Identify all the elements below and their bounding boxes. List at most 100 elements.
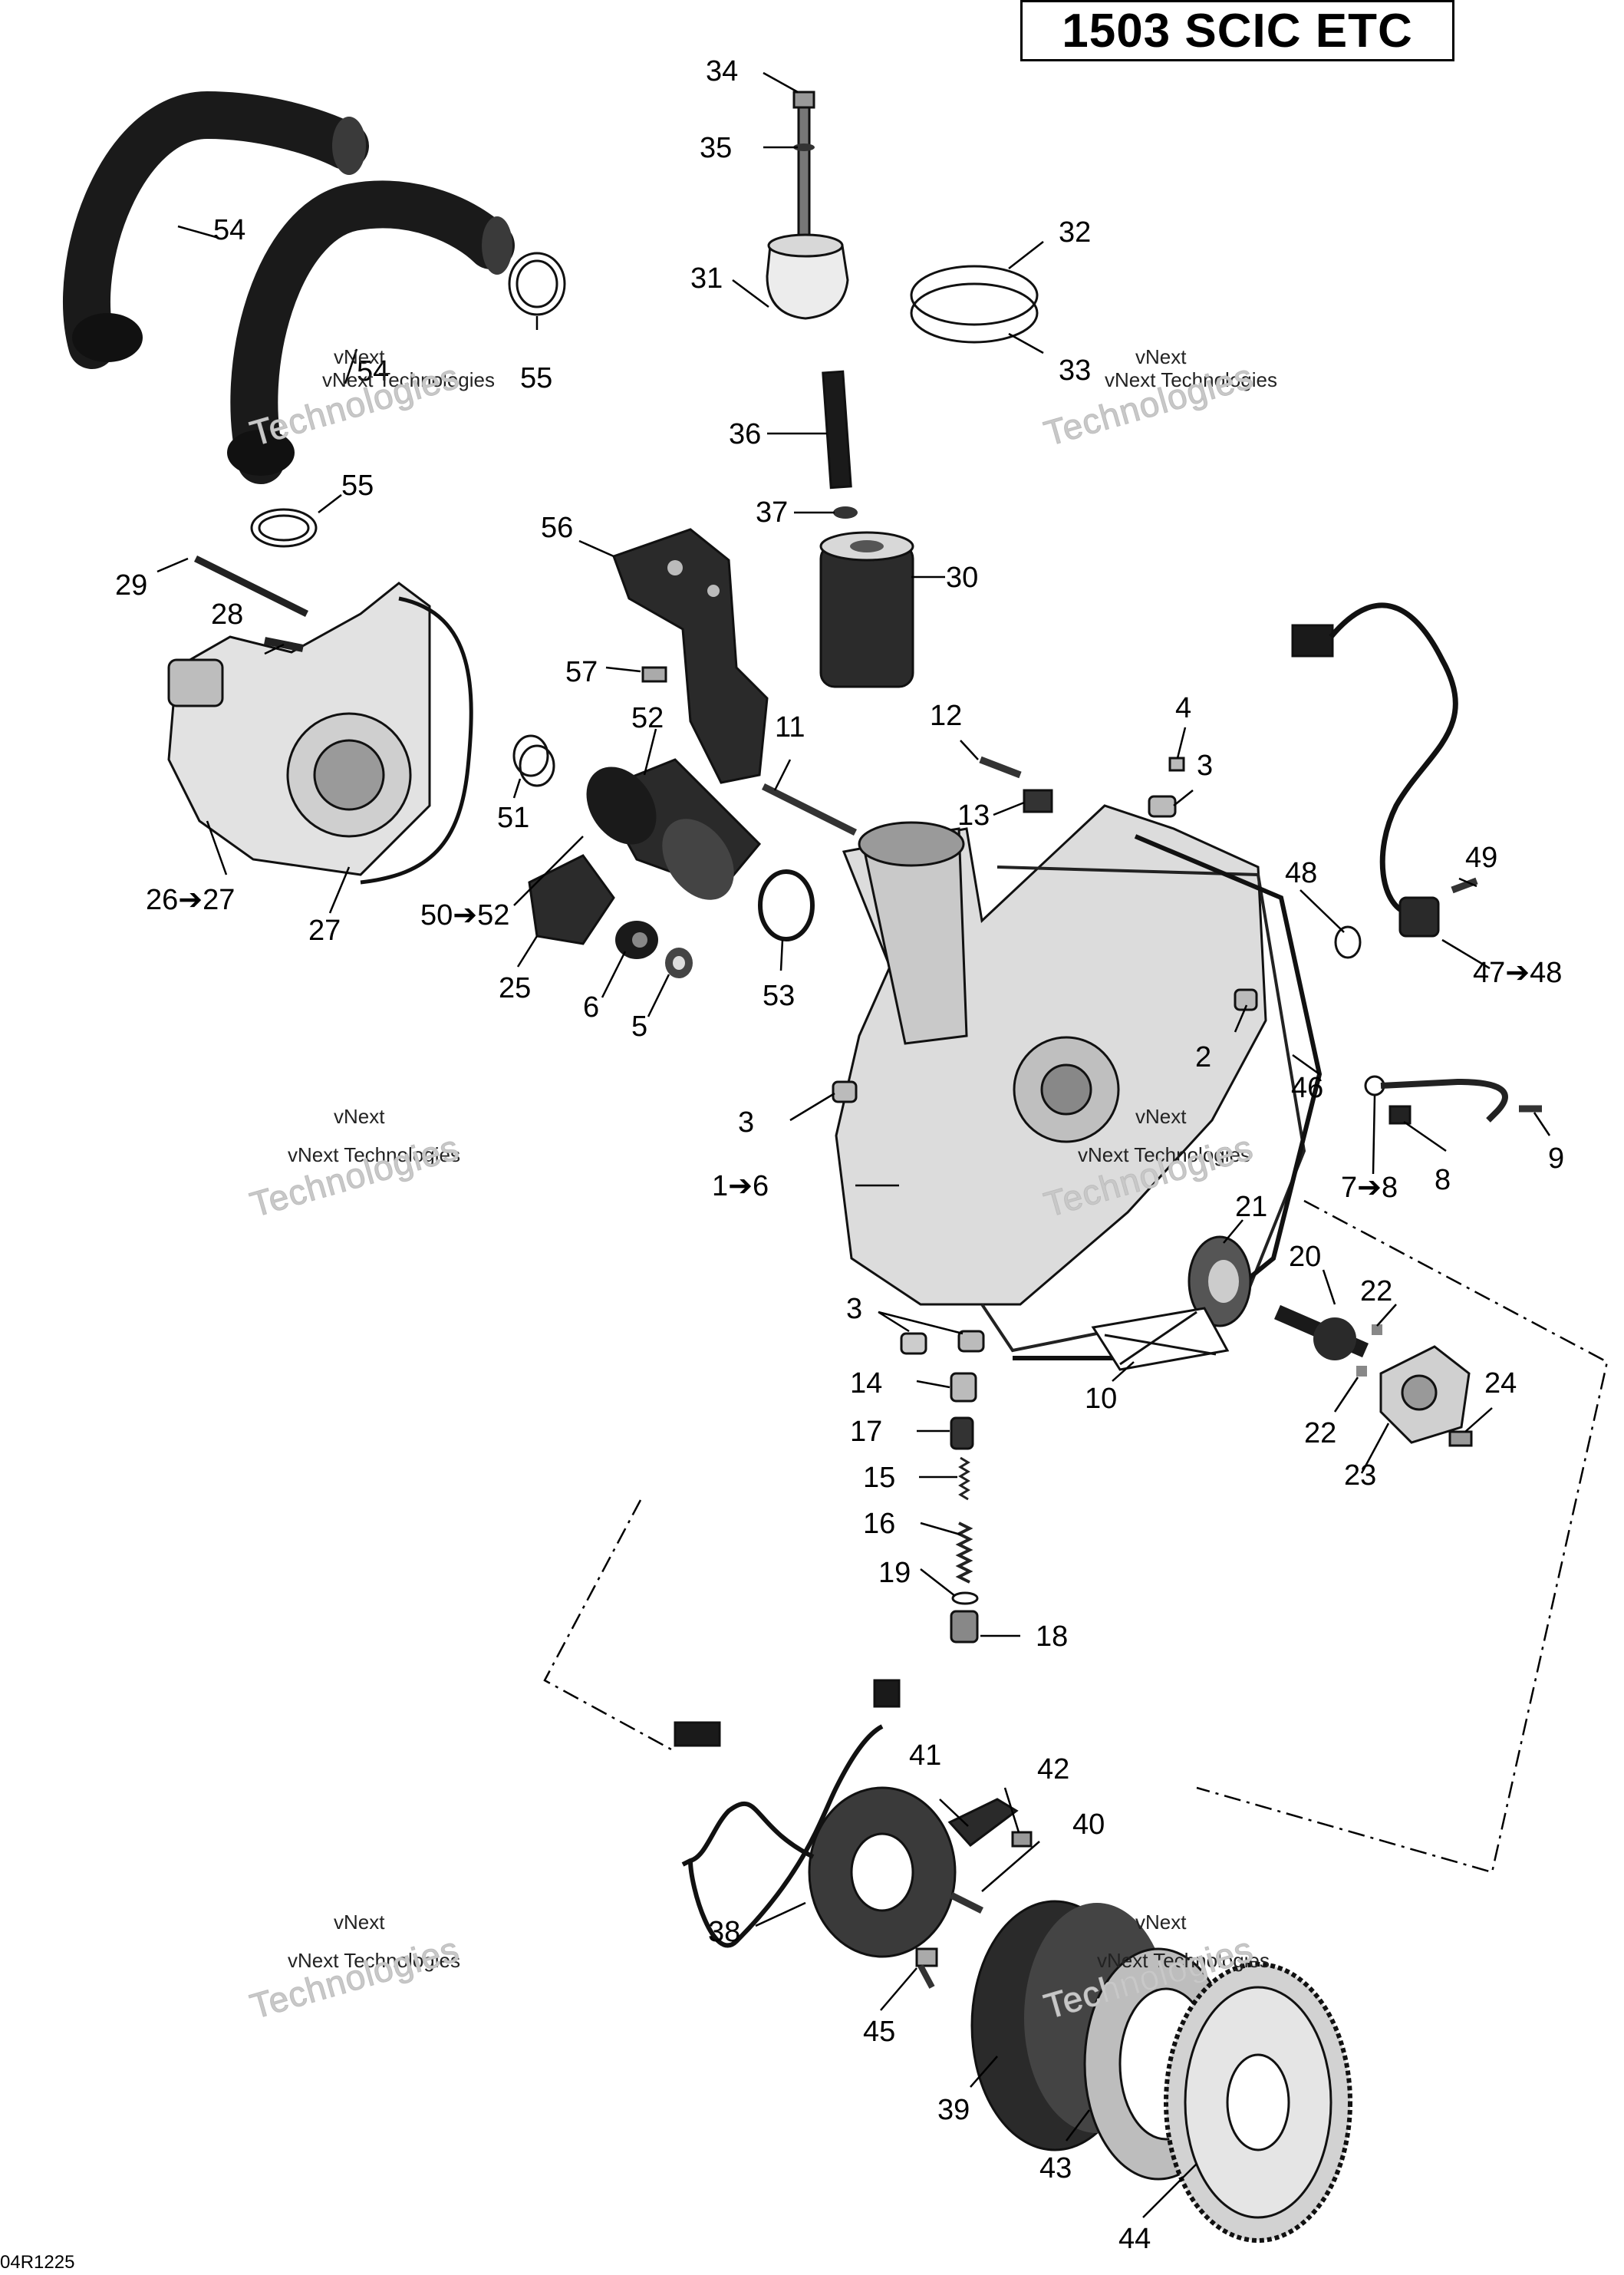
callout-16: 16 xyxy=(863,1508,895,1540)
callout-29: 29 xyxy=(115,569,147,602)
callout-8: 8 xyxy=(1435,1164,1451,1196)
hose-54-rear xyxy=(63,91,369,369)
plug-4 xyxy=(1168,757,1185,772)
callout-3-lower: 3 xyxy=(846,1293,862,1325)
callout-2: 2 xyxy=(1195,1041,1211,1073)
engine-bracket-56 xyxy=(612,528,769,784)
ring-gear-44 xyxy=(1164,1962,1352,2243)
plugs-3-lower xyxy=(900,1330,985,1355)
callout-51: 51 xyxy=(497,802,529,834)
callout-45: 45 xyxy=(863,2016,895,2048)
screw-42 xyxy=(1011,1831,1033,1848)
callout-27: 27 xyxy=(308,915,341,947)
callout-37: 37 xyxy=(756,496,788,529)
callout-26-27: 26➔27 xyxy=(146,884,235,916)
callout-3-upper: 3 xyxy=(1197,750,1213,782)
callout-28: 28 xyxy=(211,598,243,631)
callout-44: 44 xyxy=(1118,2223,1151,2255)
sensor-47 xyxy=(1291,602,1458,938)
plug-2 xyxy=(1234,988,1258,1011)
callout-3-left: 3 xyxy=(738,1106,754,1139)
o-ring-48 xyxy=(1334,925,1362,959)
callout-56: 56 xyxy=(541,512,573,544)
callout-19: 19 xyxy=(878,1557,911,1589)
callout-17: 17 xyxy=(850,1416,882,1448)
screw-29 xyxy=(193,555,309,618)
callout-54-lower: 54 xyxy=(357,355,389,387)
clamp-55-upper xyxy=(508,252,566,316)
callout-43: 43 xyxy=(1039,2152,1072,2184)
screw-40 xyxy=(949,1891,984,1914)
oil-screen-10 xyxy=(1091,1307,1230,1371)
callout-50-52: 50➔52 xyxy=(420,899,509,931)
callout-14: 14 xyxy=(850,1367,882,1400)
spring-16 xyxy=(955,1522,973,1584)
callout-38: 38 xyxy=(708,1916,740,1948)
spring-15 xyxy=(958,1456,970,1501)
figure-code: 04R1225 xyxy=(0,2252,75,2273)
impeller-25 xyxy=(528,854,615,945)
callout-13: 13 xyxy=(957,800,990,832)
pto-housing-1 xyxy=(835,804,1306,1353)
clamp-55-lower xyxy=(250,508,318,548)
callout-36: 36 xyxy=(729,418,761,450)
o-ring-32-33 xyxy=(910,265,1039,344)
plug-3-left xyxy=(832,1080,858,1103)
callout-12: 12 xyxy=(930,700,962,732)
oil-pump-shaft-20 xyxy=(1274,1304,1369,1360)
callout-1-6: 1➔6 xyxy=(712,1170,769,1202)
plug-3-upper xyxy=(1148,795,1177,818)
screw-34 xyxy=(792,91,815,247)
callout-55-lower: 55 xyxy=(341,470,374,502)
piston-17 xyxy=(950,1416,974,1450)
oil-pump-cover-23 xyxy=(1379,1345,1471,1444)
callout-24: 24 xyxy=(1484,1367,1517,1400)
callout-7-8: 7➔8 xyxy=(1341,1172,1398,1204)
banjo-bolt-8 xyxy=(1388,1105,1412,1125)
callout-39: 39 xyxy=(937,2094,970,2126)
leader-lines xyxy=(156,71,1551,2218)
callout-21: 21 xyxy=(1235,1191,1267,1223)
oil-filter-30 xyxy=(819,531,914,688)
screw-12 xyxy=(979,756,1022,779)
tube-36 xyxy=(822,370,852,490)
callout-40: 40 xyxy=(1072,1808,1105,1841)
callout-57: 57 xyxy=(565,656,598,688)
callout-22-lower: 22 xyxy=(1304,1417,1336,1449)
callout-42: 42 xyxy=(1037,1753,1069,1785)
valve-14 xyxy=(950,1372,977,1403)
callout-54-upper: 54 xyxy=(213,214,245,246)
callout-25: 25 xyxy=(499,972,531,1004)
callout-31: 31 xyxy=(690,262,723,295)
callout-34: 34 xyxy=(706,55,738,87)
oil-pump-rotor-21 xyxy=(1188,1235,1252,1327)
o-ring-19 xyxy=(951,1591,979,1605)
callout-55-upper: 55 xyxy=(520,362,552,394)
callout-23: 23 xyxy=(1344,1459,1376,1492)
screw-57 xyxy=(641,666,667,683)
stator-38 xyxy=(674,1679,957,1958)
callout-15: 15 xyxy=(863,1462,895,1494)
oil-pipe-7 xyxy=(1364,1075,1508,1123)
callout-5: 5 xyxy=(631,1011,647,1043)
o-ring-35 xyxy=(793,143,815,151)
callout-6: 6 xyxy=(583,991,599,1024)
washer-5 xyxy=(665,948,693,978)
screw-45 xyxy=(915,1947,938,1989)
water-pump-housing xyxy=(167,582,473,885)
callout-46: 46 xyxy=(1291,1072,1323,1104)
callout-18: 18 xyxy=(1036,1621,1068,1653)
callout-33: 33 xyxy=(1059,354,1091,387)
pump-shaft-52 xyxy=(586,758,762,900)
callout-49: 49 xyxy=(1465,842,1497,874)
o-rings-51 xyxy=(512,734,555,787)
screw-24 xyxy=(1448,1430,1473,1447)
callout-30: 30 xyxy=(946,562,978,594)
plug-18 xyxy=(950,1610,979,1644)
callout-22-upper: 22 xyxy=(1360,1275,1392,1307)
bracket-41 xyxy=(947,1798,1019,1848)
callout-labels: 34 35 31 32 33 36 37 30 54 54 55 55 56 2… xyxy=(115,55,1564,2255)
hose-54-front xyxy=(227,180,515,484)
callout-32: 32 xyxy=(1059,216,1091,249)
